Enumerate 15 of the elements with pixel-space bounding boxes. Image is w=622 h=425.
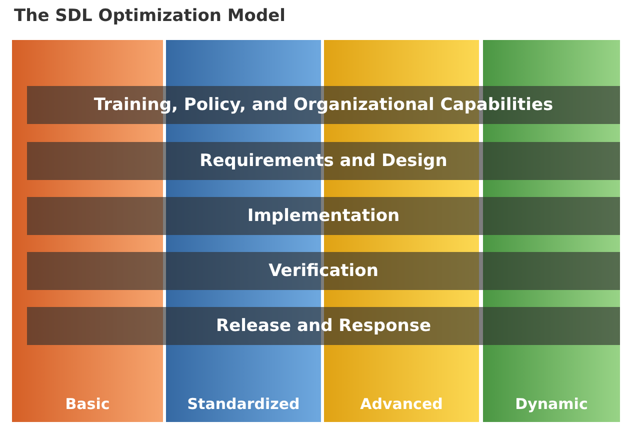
practice-band bbox=[27, 86, 620, 124]
band-label: Implementation bbox=[247, 206, 400, 226]
column-label: Dynamic bbox=[515, 395, 588, 413]
practice-band bbox=[27, 142, 620, 180]
band-label: Requirements and Design bbox=[200, 151, 448, 171]
practice-band bbox=[27, 197, 620, 235]
column-label: Standardized bbox=[187, 395, 300, 413]
band-label: Training, Policy, and Organizational Capabilities bbox=[94, 95, 554, 115]
practice-band bbox=[27, 252, 620, 290]
band-label: Release and Response bbox=[216, 316, 431, 336]
diagram-title: The SDL Optimization Model bbox=[14, 6, 286, 26]
column-label: Basic bbox=[65, 395, 110, 413]
practice-band bbox=[27, 307, 620, 345]
column-label: Advanced bbox=[360, 395, 443, 413]
band-label: Verification bbox=[268, 261, 378, 281]
